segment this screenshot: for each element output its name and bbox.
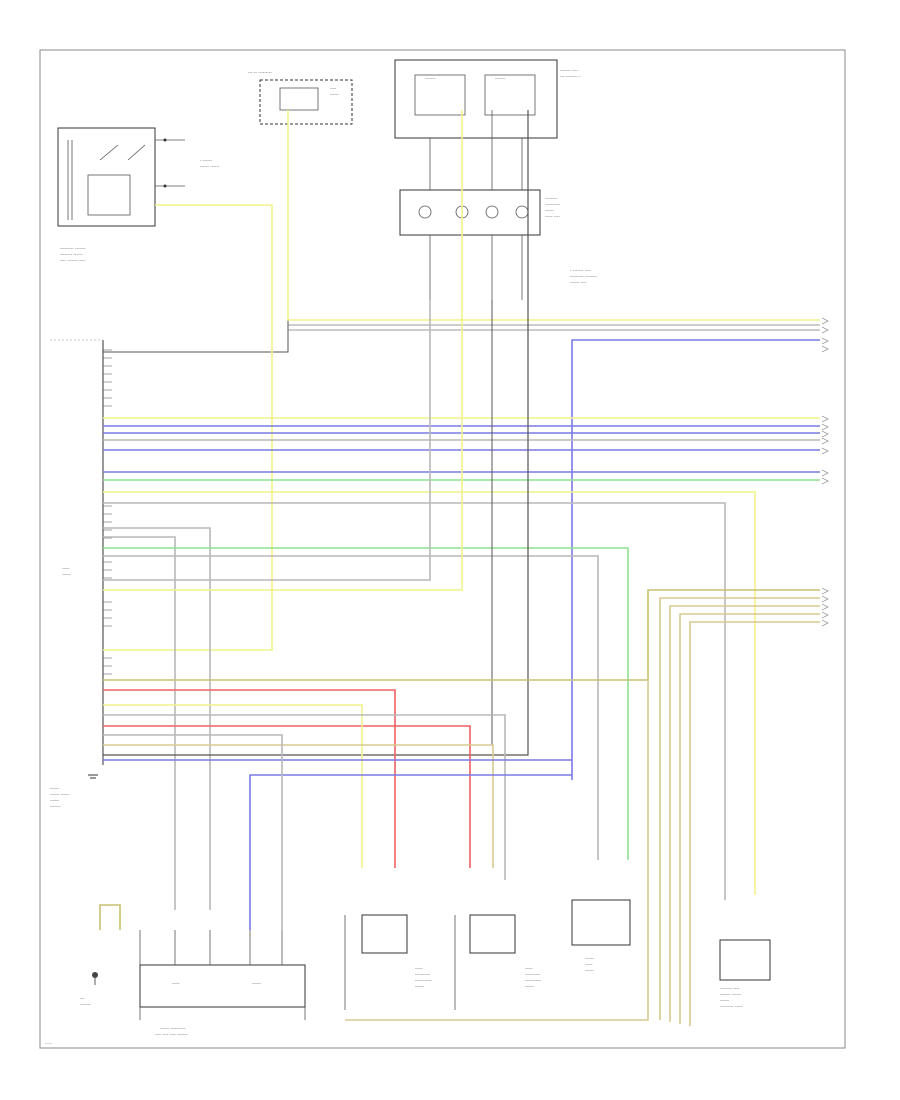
svg-text:---- ---- ---- -------: ---- ---- ---- -------	[155, 1032, 188, 1037]
svg-text:-----------: -----------	[525, 978, 542, 983]
svg-text:--- -------- -: --- -------- -	[560, 74, 581, 79]
svg-text:--- -- ---------: --- -- ---------	[248, 70, 272, 75]
front-passenger-connector: ----- ------ ------ ---------- ---- ----…	[139, 964, 306, 1037]
svg-text:-----: -----	[585, 962, 593, 967]
ground-icon	[88, 774, 98, 779]
svg-text:------: ------	[45, 1041, 53, 1045]
svg-text:--------: --------	[545, 196, 558, 201]
svg-text:---- ------- ----: ---- ------- ----	[60, 258, 86, 263]
svg-text:----- ----: ----- ----	[545, 214, 560, 219]
svg-text:------ ----: ------ ----	[570, 280, 587, 285]
svg-text:------- ----: ------- ----	[560, 68, 578, 73]
svg-text:------: ------	[252, 981, 262, 986]
airbag-control-module: ----- ------ ------ ------ ------ ------…	[50, 339, 104, 809]
svg-text:----------: ----------	[415, 972, 431, 977]
airbag-modules-top: ------- ------- ------- ---- --- -------…	[394, 59, 581, 139]
svg-text:----------: ----------	[545, 202, 561, 207]
fuse-block: --- -- --------- ---- ------	[248, 70, 353, 125]
svg-text:-------: -------	[425, 76, 436, 81]
svg-text:------: ------	[50, 786, 60, 791]
svg-text:- ------- ----: - ------- ----	[570, 268, 591, 273]
svg-text:------: ------	[62, 572, 72, 577]
diagram-frame	[39, 49, 846, 1049]
svg-text:----------: ----------	[525, 972, 541, 977]
svg-text:--------- -------: --------- -------	[60, 246, 86, 251]
svg-text:-----: -----	[62, 566, 70, 571]
switch-contact-icon	[139, 930, 283, 965]
svg-text:------: ------	[525, 984, 535, 989]
svg-text:-----: -----	[415, 966, 423, 971]
module-pin-ticks	[103, 349, 112, 675]
ground-icon: --- -------	[80, 972, 98, 1007]
svg-text:-------: -------	[80, 1002, 91, 1007]
svg-text:- ------: - ------	[200, 158, 212, 163]
svg-text:------ ------: ------ ------	[200, 164, 220, 169]
occupant-sensor: ------ ----- ------	[571, 899, 631, 973]
svg-text:-------- ----: -------- ----	[720, 986, 740, 991]
svg-text:-----: -----	[525, 966, 533, 971]
wire-end-markers	[821, 317, 829, 627]
svg-text:------: ------	[415, 984, 425, 989]
svg-text:--------- --------: --------- --------	[570, 274, 598, 279]
svg-text:---: ---	[80, 996, 85, 1001]
svg-text:-----: -----	[172, 981, 180, 986]
svg-text:-----------: -----------	[415, 978, 432, 983]
svg-text:------- ------: ------- ------	[720, 992, 741, 997]
svg-text:------ ------: ------ ------	[50, 792, 70, 797]
svg-text:------: ------	[720, 998, 730, 1003]
svg-text:------: ------	[585, 956, 595, 961]
svg-text:-------: -------	[50, 804, 61, 809]
svg-text:------: ------	[585, 968, 595, 973]
svg-text:--------- -----: --------- -----	[720, 1004, 743, 1009]
rear-sensor: -------- ---- ------- ------ ------ ----…	[719, 939, 771, 1009]
svg-text:-------: -------	[495, 76, 506, 81]
svg-text:-------- ------: -------- ------	[60, 252, 83, 257]
svg-text:------: ------	[545, 208, 555, 213]
svg-text:------: ------	[50, 798, 60, 803]
svg-text:------: ------	[330, 92, 340, 97]
svg-text:------ ----------: ------ ----------	[160, 1026, 186, 1031]
seat-position-sensor: ----- ---------- ----------- ------ ----…	[344, 914, 542, 1010]
wires	[99, 110, 820, 1026]
svg-text:----: ----	[330, 86, 337, 91]
top-left-module: --------- ------- -------- ------ ---- -…	[57, 127, 220, 263]
